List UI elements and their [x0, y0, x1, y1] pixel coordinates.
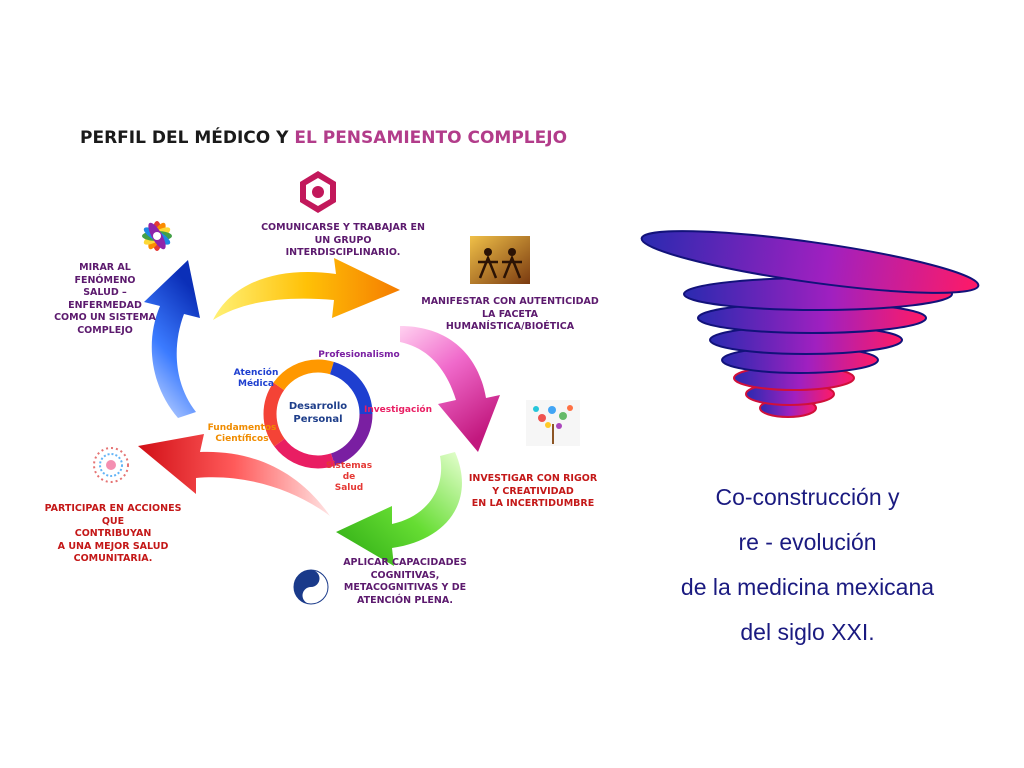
center-ring: [263, 359, 373, 469]
caption-line-4: del siglo XXI.: [740, 619, 875, 645]
tree-image-icon: [526, 400, 580, 446]
dancing-figures-image-icon: [470, 236, 530, 284]
community-circle-icon: [93, 447, 129, 483]
orange-arrow: [213, 258, 400, 320]
flower-icon: [142, 221, 172, 251]
label-fundamentos: Fundamentos Científicos: [207, 423, 277, 444]
diagram-title: PERFIL DEL MÉDICO Y EL PENSAMIENTO COMPL…: [80, 128, 567, 148]
hexagon-logo-icon: [300, 171, 336, 213]
label-aplicar: APLICAR CAPACIDADES COGNITIVAS, METACOGN…: [343, 557, 467, 606]
label-profesionalismo: Profesionalismo: [318, 350, 400, 360]
label-desarrollo-personal: Desarrollo Personal: [288, 401, 348, 425]
blue-arrow: [144, 260, 200, 418]
caption-line-1: Co-construcción y: [715, 484, 900, 510]
caption-line-2: re - evolución: [738, 529, 877, 555]
green-arrow: [336, 452, 462, 566]
title-part-2: EL PENSAMIENTO COMPLEJO: [294, 128, 568, 148]
title-part-1: PERFIL DEL MÉDICO Y: [80, 128, 295, 148]
magenta-arrow: [400, 326, 500, 452]
red-arrow: [138, 434, 330, 516]
label-mirar: MIRAR AL FENÓMENO SALUD – ENFERMEDAD COM…: [54, 262, 156, 336]
spinning-discs-graphic: [640, 230, 980, 418]
label-comunicarse: COMUNICARSE Y TRABAJAR EN UN GRUPO INTER…: [261, 222, 425, 258]
label-investigacion: Investigación: [364, 405, 432, 415]
label-manifestar: MANIFESTAR CON AUTENTICIDAD LA FACETA HU…: [421, 296, 599, 332]
label-participar: PARTICIPAR EN ACCIONES QUE CONTRIBUYAN A…: [44, 503, 182, 564]
caption-line-3: de la medicina mexicana: [680, 574, 935, 600]
caption-text: Co-construcción y re - evolución de la m…: [640, 475, 975, 655]
label-atencion-medica: Atención Médica: [233, 368, 279, 389]
label-sistemas-de-salud: Sistemas de Salud: [325, 461, 373, 493]
yin-yang-icon: [293, 569, 329, 605]
label-investigar: INVESTIGAR CON RIGOR Y CREATIVIDAD EN LA…: [468, 473, 598, 509]
